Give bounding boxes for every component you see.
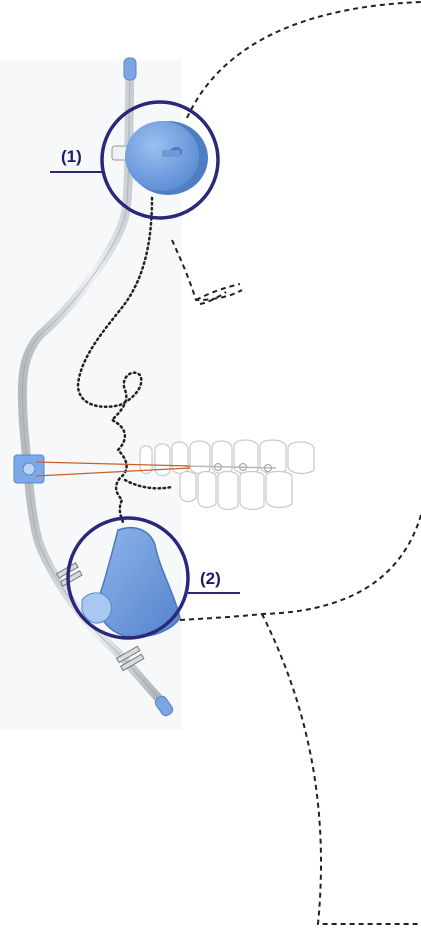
neck-outline (262, 614, 421, 924)
eye-outline (172, 240, 242, 304)
head-outline (187, 2, 421, 118)
callout-label-1: (1) (61, 148, 82, 165)
elastic-hook (14, 455, 44, 483)
back-of-head-outline (262, 515, 421, 614)
frame-top-cap (124, 58, 136, 80)
callout-label-2: (2) (200, 570, 221, 587)
chin-to-neck-line (180, 614, 262, 620)
